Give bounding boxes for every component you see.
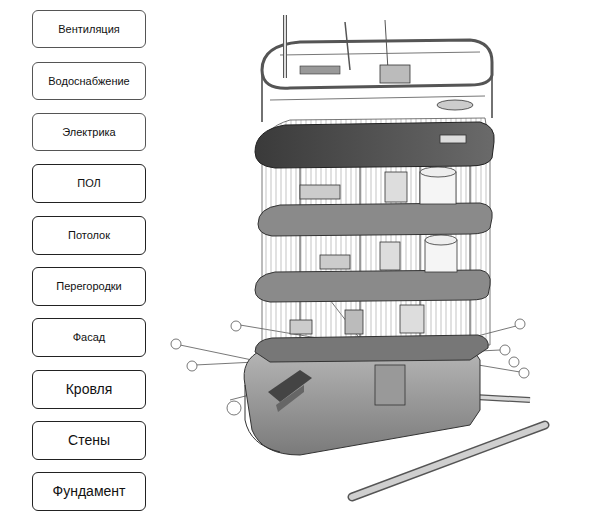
- box-label: ПОЛ: [77, 177, 101, 190]
- floor-slabs: [255, 122, 494, 362]
- label-box: Электрика: [32, 113, 146, 151]
- box-label: Электрика: [62, 126, 116, 139]
- label-box: ПОЛ: [32, 164, 146, 203]
- box-label: Кровля: [66, 381, 113, 397]
- label-box: Кровля: [32, 370, 146, 409]
- box-label: Вентиляция: [58, 23, 120, 36]
- label-box: Фундамент: [32, 472, 146, 511]
- stairs: [268, 370, 312, 412]
- box-label: Фасад: [73, 331, 106, 344]
- box-label: Фундамент: [53, 483, 126, 499]
- label-box: Вентиляция: [32, 10, 146, 48]
- label-box: Водоснабжение: [32, 62, 146, 100]
- label-box: Перегородки: [32, 267, 146, 306]
- box-label: Стены: [68, 432, 110, 448]
- box-label: Потолок: [68, 229, 110, 242]
- box-label: Водоснабжение: [48, 75, 129, 88]
- label-box: Стены: [32, 421, 146, 460]
- label-box: Фасад: [32, 318, 146, 357]
- box-label: Перегородки: [56, 280, 122, 293]
- roof: [262, 15, 492, 122]
- label-box: Потолок: [32, 216, 146, 255]
- interior: [290, 135, 466, 334]
